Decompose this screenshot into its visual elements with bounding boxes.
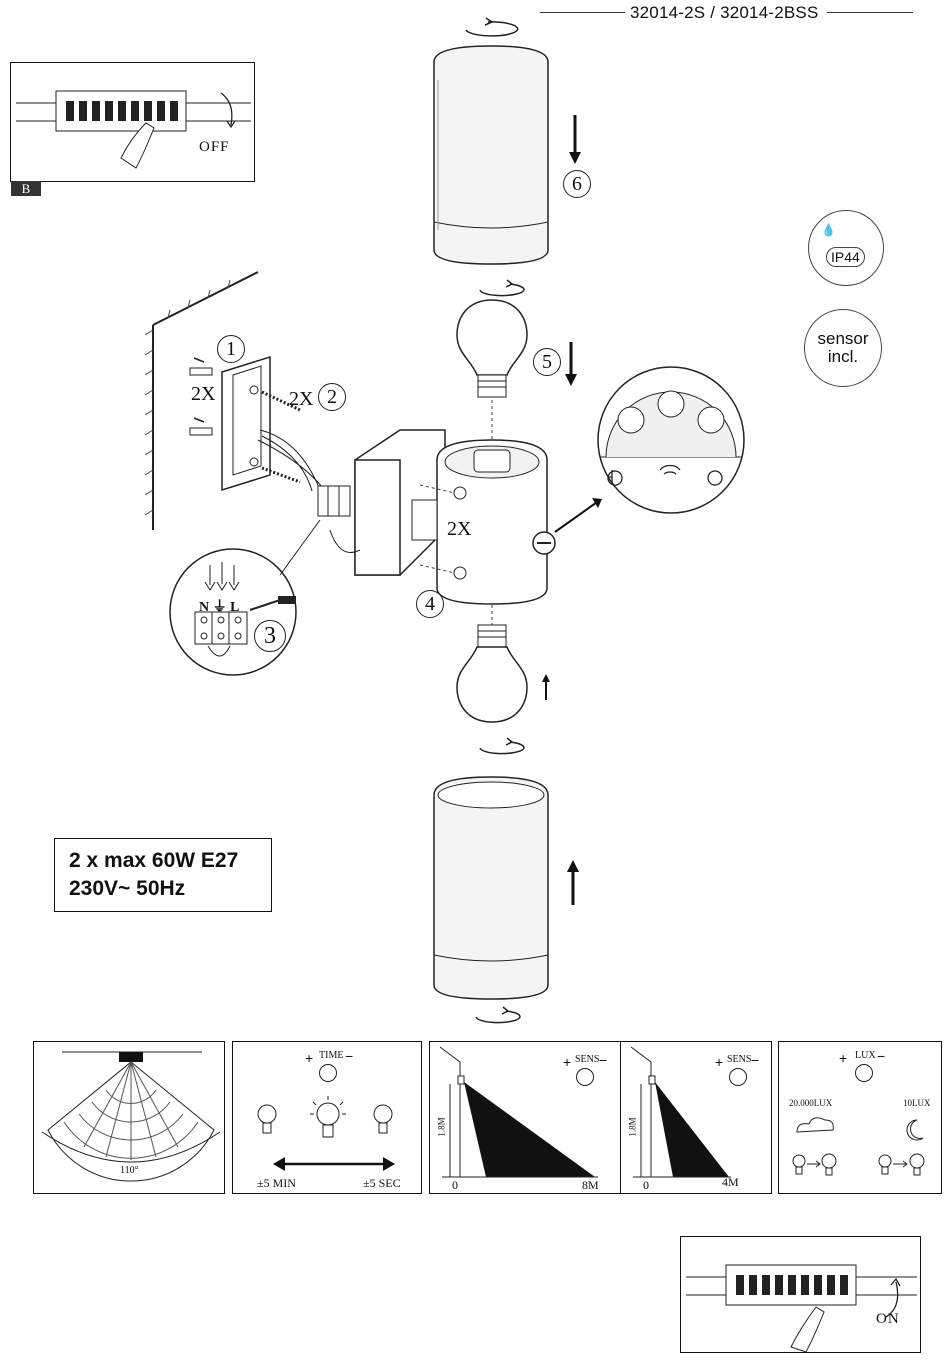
step-1-number: 1: [217, 335, 245, 363]
time-label: TIME: [319, 1050, 344, 1061]
time-max-label: ±5 SEC: [363, 1176, 401, 1190]
range-zero-near: 0: [643, 1178, 649, 1192]
time-minus: −: [345, 1048, 354, 1064]
panel-range-near: + SENS − 1.8M 0 4M: [620, 1041, 772, 1194]
sensor-line-1: sensor: [817, 329, 869, 348]
height-label-far: 1.8M: [436, 1117, 447, 1137]
qty-2x-dowels: 2X: [191, 383, 216, 405]
time-max-value: 5 SEC: [369, 1176, 401, 1190]
step-3-number: 3: [254, 620, 286, 652]
sens-label-near: SENS: [727, 1054, 752, 1065]
header-rule-left: [540, 12, 625, 13]
sens-minus-near: −: [751, 1052, 760, 1068]
breaker-off-illustration: [16, 90, 251, 169]
terminal-labels: N ⏚ L: [199, 600, 240, 615]
water-drop-icon: 💧: [821, 223, 836, 237]
sens-plus: +: [563, 1054, 572, 1070]
header-rule-right: [827, 12, 913, 13]
sens-plus-near: +: [715, 1054, 724, 1070]
time-bulbs-illustration: [257, 1096, 395, 1171]
angle-label: 110°: [120, 1165, 139, 1176]
breaker-on-illustration: [686, 1264, 917, 1353]
step-4-number: 4: [416, 590, 444, 618]
qty-2x-screws: 2X: [289, 388, 314, 410]
lux-plus: +: [839, 1050, 848, 1066]
range-max-label: 8M: [582, 1178, 599, 1192]
time-knob-icon[interactable]: [319, 1064, 337, 1082]
sens-knob-icon[interactable]: [576, 1068, 594, 1086]
sens-knob-near-icon[interactable]: [729, 1068, 747, 1086]
sens-minus: −: [599, 1052, 608, 1068]
step-c-panel: [680, 1236, 921, 1353]
panel-time: + TIME − ±5 MIN ±5 SEC: [232, 1041, 422, 1194]
lux-illustration: [792, 1117, 925, 1176]
sensor-badge: sensor incl.: [804, 309, 882, 387]
specs-box: 2 x max 60W E27 230V~ 50Hz: [54, 838, 272, 912]
ip44-badge: 💧 IP44: [808, 210, 884, 286]
lux-low-label: 10LUX: [903, 1098, 931, 1108]
panel-detection-angle: 110°: [33, 1041, 225, 1194]
step-a-panel: [10, 62, 255, 182]
on-label: ON: [876, 1311, 900, 1327]
sensor-line-2: incl.: [827, 347, 859, 366]
qty-2x-body-screws: 2X: [447, 518, 472, 540]
range-min-label: 4M: [722, 1175, 739, 1189]
model-code: 32014-2S / 32014-2BSS: [630, 3, 819, 22]
height-label-near: 1.8M: [627, 1117, 638, 1137]
time-min-label: ±5 MIN: [257, 1176, 296, 1190]
ip44-label: IP44: [826, 247, 865, 267]
range-far-diagram: [439, 1046, 598, 1178]
specs-line-2: 230V~ 50Hz: [69, 877, 186, 900]
lux-high-label: 20.000LUX: [789, 1098, 833, 1108]
sens-label: SENS: [575, 1054, 600, 1065]
time-min-value: 5 MIN: [263, 1176, 296, 1190]
off-label: OFF: [199, 139, 230, 155]
step-2-number: 2: [318, 383, 346, 411]
detection-angle-diagram: [41, 1051, 221, 1182]
range-zero-far: 0: [452, 1178, 458, 1192]
lux-label: LUX: [855, 1050, 876, 1061]
lux-knob-icon[interactable]: [855, 1064, 873, 1082]
panel-range-far: + SENS − 1.8M 0 8M: [429, 1041, 621, 1194]
lux-minus: −: [877, 1048, 886, 1064]
time-plus: +: [305, 1050, 314, 1066]
step-6-number: 6: [563, 170, 591, 198]
specs-line-1: 2 x max 60W E27: [69, 849, 239, 872]
range-near-diagram: [630, 1046, 731, 1178]
step-5-number: 5: [533, 348, 561, 376]
panel-lux: + LUX − 20.000LUX 10LUX: [778, 1041, 942, 1194]
step-b-tag: B: [11, 181, 41, 196]
